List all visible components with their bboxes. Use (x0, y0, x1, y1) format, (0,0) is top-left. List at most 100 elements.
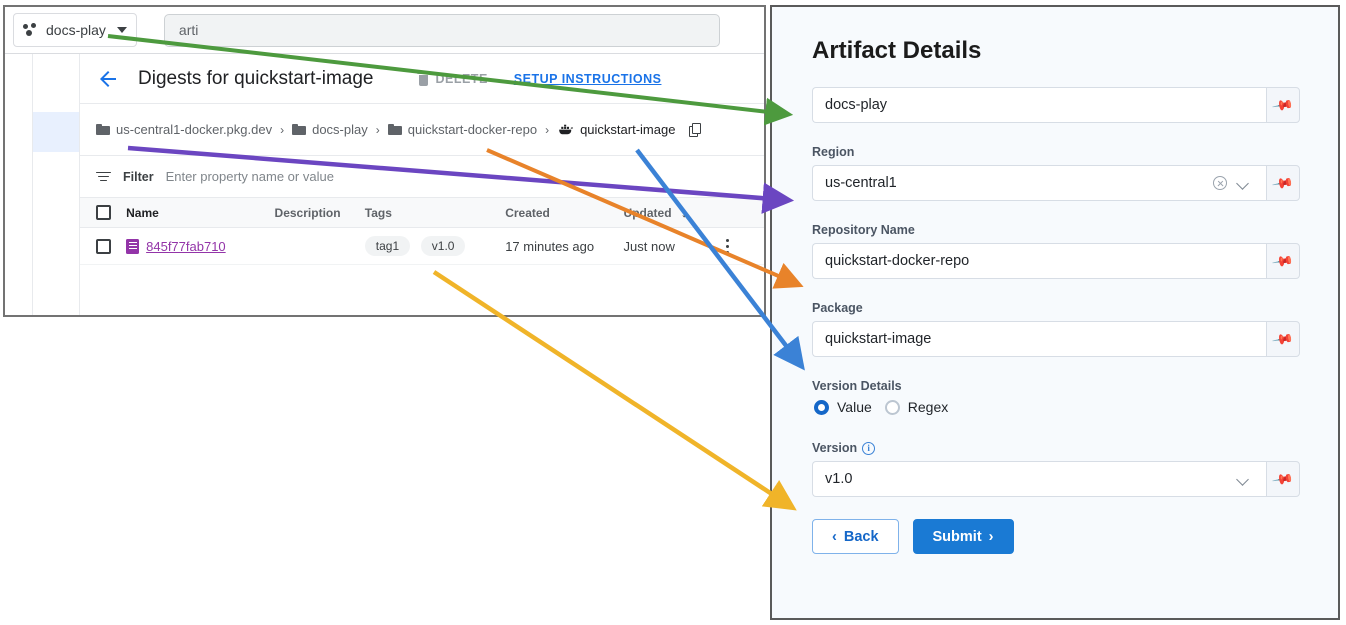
cell-tags: tag1 v1.0 (364, 227, 506, 265)
chevron-down-icon (116, 27, 127, 33)
filter-label: Filter (123, 169, 154, 184)
region-field-group: Region us-central1 📌 (812, 145, 1300, 201)
project-dots-icon (23, 23, 39, 37)
select-all-checkbox[interactable] (96, 205, 111, 220)
package-label: Package (812, 301, 863, 315)
version-details-group: Version Details Value Regex (812, 379, 1300, 415)
repository-name-input[interactable]: quickstart-docker-repo (812, 243, 1266, 279)
region-label: Region (812, 145, 855, 159)
pin-version-button[interactable]: 📌 (1266, 461, 1300, 497)
project-input[interactable]: docs-play (812, 87, 1266, 123)
breadcrumb-item-repository[interactable]: quickstart-docker-repo (387, 122, 537, 137)
cell-row-menu[interactable] (723, 227, 764, 265)
chevron-right-icon: › (988, 528, 994, 545)
version-input[interactable]: v1.0 (812, 461, 1266, 497)
radio-value-label: Value (837, 399, 872, 415)
table-header-row: Name Description Tags Created Updated ↓ (80, 198, 764, 228)
column-header-updated-label: Updated (623, 206, 672, 220)
copy-icon[interactable] (689, 122, 702, 137)
version-input-value: v1.0 (825, 471, 853, 487)
chevron-down-icon[interactable] (1237, 178, 1248, 189)
filter-icon[interactable] (96, 171, 111, 183)
version-field-row: v1.0 📌 (812, 461, 1300, 497)
console-nav-rail[interactable] (33, 54, 80, 315)
search-input[interactable]: arti (163, 13, 720, 47)
radio-regex-indicator[interactable] (884, 399, 900, 415)
version-details-radio-row: Value Regex (814, 399, 1300, 415)
breadcrumb: us-central1-docker.pkg.dev › docs-play ›… (80, 104, 764, 156)
row-checkbox[interactable] (96, 238, 111, 254)
digests-table: Name Description Tags Created Updated ↓ (80, 198, 764, 265)
cell-name: 845f77fab710 (126, 227, 275, 265)
clear-icon[interactable] (1213, 176, 1227, 190)
column-header-name[interactable]: Name (126, 198, 275, 228)
digest-link[interactable]: 845f77fab710 (126, 238, 274, 254)
column-header-created[interactable]: Created (505, 198, 624, 228)
region-input[interactable]: us-central1 (812, 165, 1266, 201)
console-content: Digests for quickstart-image DELETE SETU… (80, 54, 764, 315)
pin-project-button[interactable]: 📌 (1266, 87, 1300, 123)
radio-value[interactable]: Value (814, 399, 872, 415)
digest-name: 845f77fab710 (146, 238, 226, 254)
project-input-value: docs-play (825, 97, 888, 113)
breadcrumb-item-image[interactable]: quickstart-image (557, 122, 675, 137)
column-header-description[interactable]: Description (274, 198, 365, 228)
column-header-tags[interactable]: Tags (364, 198, 506, 228)
region-field-row: us-central1 📌 (812, 165, 1300, 201)
folder-icon (387, 124, 402, 135)
chevron-left-icon: ‹ (832, 528, 837, 545)
breadcrumb-item-registry[interactable]: us-central1-docker.pkg.dev (96, 122, 272, 137)
cell-updated: Just now (623, 227, 724, 265)
repository-name-input-value: quickstart-docker-repo (825, 253, 970, 269)
tag-chip[interactable]: tag1 (364, 236, 411, 256)
digest-icon (126, 238, 140, 254)
tag-chip[interactable]: v1.0 (420, 236, 466, 256)
console-left-edge (5, 54, 33, 315)
folder-icon (96, 124, 110, 135)
submit-button[interactable]: Submit › (912, 519, 1014, 554)
project-selector[interactable]: docs-play (13, 13, 137, 47)
sort-descending-icon: ↓ (680, 205, 688, 220)
pin-region-button[interactable]: 📌 (1266, 165, 1300, 201)
filter-input[interactable]: Enter property name or value (165, 169, 334, 184)
panel-title: Artifact Details (812, 37, 982, 64)
repository-name-label: Repository Name (812, 223, 915, 237)
project-selector-label: docs-play (46, 22, 106, 38)
package-field-row: quickstart-image 📌 (812, 321, 1300, 357)
page-header: Digests for quickstart-image DELETE SETU… (80, 54, 764, 104)
info-icon[interactable]: i (862, 441, 876, 455)
version-details-label: Version Details (812, 379, 902, 393)
page-title: Digests for quickstart-image (138, 67, 374, 89)
region-input-value: us-central1 (825, 175, 897, 191)
breadcrumb-item-project[interactable]: docs-play (292, 122, 368, 137)
nav-rail-selected-item[interactable] (33, 112, 79, 152)
back-arrow-icon[interactable] (96, 67, 120, 91)
delete-button[interactable]: DELETE (417, 71, 487, 86)
project-field-row: docs-play 📌 (812, 87, 1300, 123)
column-header-menu (723, 198, 764, 228)
select-all-header[interactable] (80, 198, 127, 228)
submit-button-label: Submit (932, 528, 982, 545)
pin-package-button[interactable]: 📌 (1266, 321, 1300, 357)
cloud-console-window: docs-play arti Digests for quickstart-im… (3, 5, 766, 317)
chevron-down-icon[interactable] (1237, 474, 1248, 485)
pin-repository-name-button[interactable]: 📌 (1266, 243, 1300, 279)
search-input-value: arti (178, 22, 199, 38)
pin-icon: 📌 (1271, 249, 1296, 273)
radio-regex-label: Regex (907, 399, 949, 415)
radio-regex[interactable]: Regex (884, 399, 949, 415)
table-row[interactable]: 845f77fab710 tag1 v1.0 17 minutes ago Ju… (80, 227, 764, 265)
breadcrumb-label: docs-play (312, 122, 368, 137)
setup-instructions-link[interactable]: SETUP INSTRUCTIONS (513, 71, 662, 86)
row-select-cell[interactable] (80, 227, 127, 265)
repository-name-field-group: Repository Name quickstart-docker-repo 📌 (812, 223, 1300, 279)
filter-bar: Filter Enter property name or value (80, 156, 764, 198)
package-input[interactable]: quickstart-image (812, 321, 1266, 357)
column-header-updated[interactable]: Updated ↓ (623, 198, 724, 228)
breadcrumb-label: us-central1-docker.pkg.dev (116, 122, 273, 137)
package-field-group: Package quickstart-image 📌 (812, 301, 1300, 357)
page-header-actions: DELETE SETUP INSTRUCTIONS (417, 71, 662, 86)
radio-value-indicator[interactable] (814, 399, 829, 415)
cell-description (274, 227, 365, 265)
back-button[interactable]: ‹ Back (812, 519, 899, 554)
